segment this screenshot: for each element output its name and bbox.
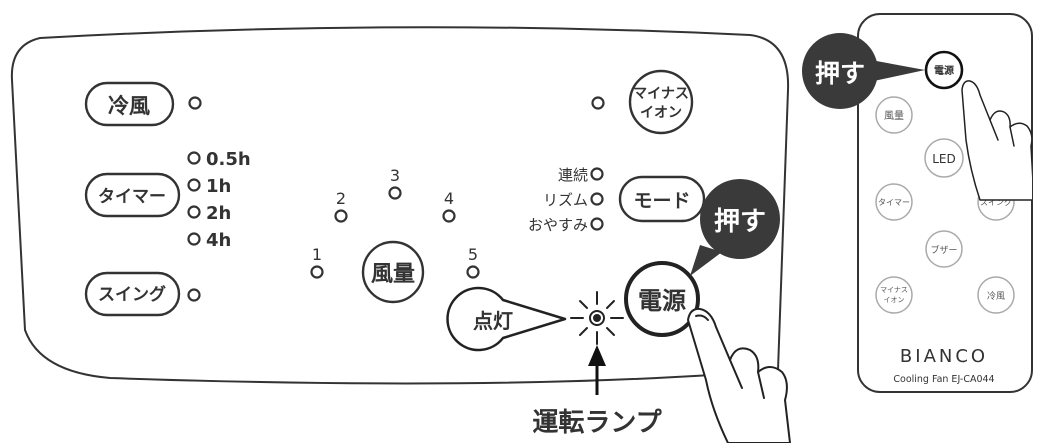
svg-text:4h: 4h <box>206 230 231 251</box>
run-lamp-arrow <box>588 345 606 395</box>
svg-text:5: 5 <box>468 245 478 264</box>
remote-led-button[interactable]: LED <box>924 138 964 178</box>
speed-indicator-4 <box>442 209 456 223</box>
remote-minus-ion-button[interactable]: マイナス イオン <box>875 276 913 314</box>
run-lamp <box>570 291 624 345</box>
svg-text:マイナス: マイナス <box>880 286 908 294</box>
fan-speed-button[interactable]: 風量 <box>361 240 425 304</box>
speed-indicator-5 <box>466 265 480 279</box>
hand-pointer-icon <box>687 307 791 443</box>
swing-button[interactable]: スイング <box>84 271 181 317</box>
svg-text:3: 3 <box>390 166 400 185</box>
svg-text:電源: 電源 <box>638 287 686 315</box>
svg-text:スイング: スイング <box>98 284 166 305</box>
svg-text:タイマー: タイマー <box>98 187 166 207</box>
svg-text:1: 1 <box>312 245 322 264</box>
press-badge-panel: 押す <box>690 179 780 276</box>
svg-text:リズム: リズム <box>543 191 588 209</box>
svg-text:風量: 風量 <box>884 110 904 122</box>
svg-text:冷風: 冷風 <box>987 290 1005 302</box>
svg-text:イオン: イオン <box>640 105 682 121</box>
minus-ion-button[interactable]: マイナス イオン <box>628 69 694 135</box>
remote-buzzer-button[interactable]: ブザー <box>925 230 963 268</box>
timer-indicator-0-5h <box>187 151 201 165</box>
svg-text:2h: 2h <box>206 203 231 224</box>
mode-button[interactable]: モード <box>618 175 706 223</box>
svg-text:押す: 押す <box>714 207 766 237</box>
svg-text:ブザー: ブザー <box>930 244 957 256</box>
svg-text:4: 4 <box>444 189 454 208</box>
svg-text:押す: 押す <box>815 59 865 88</box>
power-button[interactable]: 電源 <box>624 261 700 337</box>
svg-text:イオン: イオン <box>884 296 905 304</box>
timer-indicator-4h <box>187 232 201 246</box>
remote-hand-pointer-icon <box>961 80 1032 201</box>
remote-model: Cooling Fan EJ-CA044 <box>893 374 994 385</box>
svg-text:おやすみ: おやすみ <box>528 216 588 234</box>
cool-wind-indicator <box>188 96 202 110</box>
svg-text:LED: LED <box>932 152 956 166</box>
remote-timer-button[interactable]: タイマー <box>875 183 913 221</box>
svg-text:連続: 連続 <box>558 166 588 184</box>
svg-text:冷風: 冷風 <box>108 94 150 118</box>
svg-text:スイング: スイング <box>980 197 1012 207</box>
svg-text:モード: モード <box>633 190 690 212</box>
svg-text:0.5h: 0.5h <box>206 149 251 170</box>
minus-ion-indicator <box>591 96 605 110</box>
remote-power-button[interactable]: 電源 <box>924 50 964 90</box>
timer-indicator-1h <box>187 178 201 192</box>
timer-button[interactable]: タイマー <box>84 172 181 218</box>
svg-text:1h: 1h <box>206 176 231 197</box>
speed-indicator-3 <box>388 186 402 200</box>
svg-text:点灯: 点灯 <box>473 309 513 333</box>
swing-indicator <box>187 288 201 302</box>
cool-wind-button[interactable]: 冷風 <box>84 81 175 127</box>
panel-outline <box>10 26 790 385</box>
mode-indicator-rhythm <box>590 192 604 206</box>
svg-text:2: 2 <box>336 189 346 208</box>
speed-indicator-1 <box>310 265 324 279</box>
mode-indicator-sleep <box>590 217 604 231</box>
press-badge-remote: 押す <box>802 33 925 109</box>
mode-indicator-continuous <box>590 167 604 181</box>
remote-cool-wind-button[interactable]: 冷風 <box>977 276 1015 314</box>
svg-text:風量: 風量 <box>371 262 415 287</box>
remote-fan-speed-button[interactable]: 風量 <box>875 96 913 134</box>
remote-control: 電源 風量 LED タイマー スイング ブザー マイナス イオン <box>857 13 1033 393</box>
svg-text:タイマー: タイマー <box>878 198 910 207</box>
mode-options: 連続 リズム おやすみ <box>528 166 604 234</box>
svg-text:マイナス: マイナス <box>633 86 689 102</box>
speed-indicator-2 <box>334 209 348 223</box>
timer-options: 0.5h 1h 2h 4h <box>187 149 251 251</box>
run-lamp-label: 運転ランプ <box>532 408 662 438</box>
timer-indicator-2h <box>187 205 201 219</box>
speed-levels: 1 2 3 4 5 <box>310 166 480 279</box>
lit-callout: 点灯 <box>446 286 567 352</box>
remote-brand: BIANCO <box>900 346 988 367</box>
svg-text:電源: 電源 <box>934 64 954 77</box>
